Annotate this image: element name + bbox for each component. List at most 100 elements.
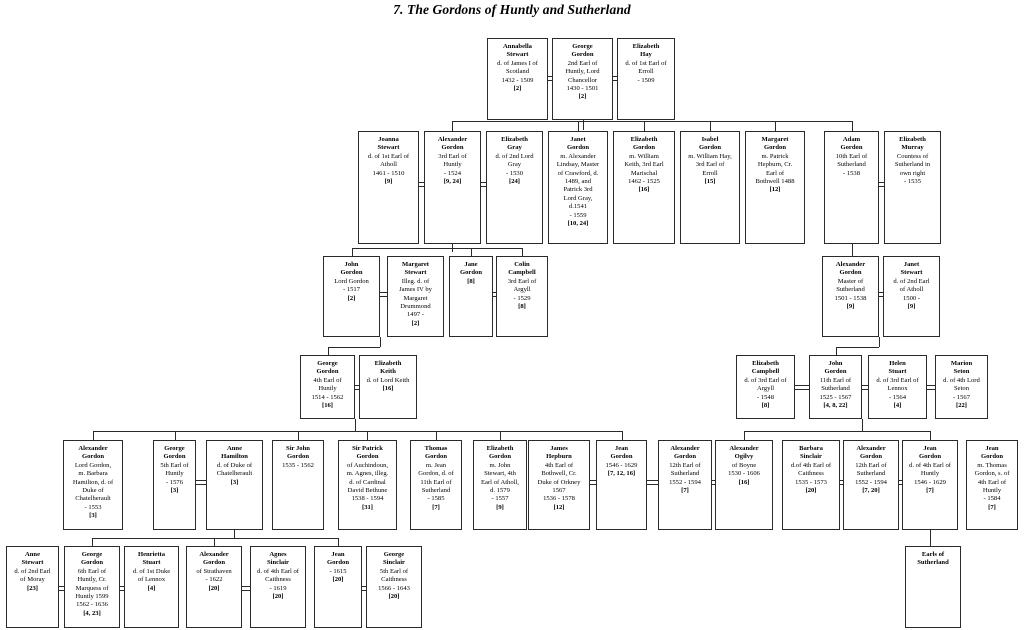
person-node-line: [2] — [513, 85, 522, 93]
person-node-line: Henrietta — [137, 551, 166, 558]
person-node-line: 11th Earl of — [819, 376, 852, 384]
person-node-line: Caithness — [798, 470, 824, 478]
person-node-line: Gordon — [699, 144, 721, 152]
person-node-line: Chatelherault — [216, 470, 253, 478]
person-node-line: [9] — [846, 303, 855, 311]
marriage-connector — [493, 292, 496, 297]
person-node-line: Gordon — [860, 453, 882, 461]
connector-line — [380, 337, 381, 347]
person-node-line: Seton — [953, 368, 970, 376]
marriage-connector — [355, 385, 359, 390]
person-node-line: Elizabeth — [486, 445, 514, 452]
person-node-line: m. William — [629, 152, 659, 160]
person-node-line: Sutherland — [670, 470, 700, 478]
person-node-line: Gordon — [571, 51, 594, 59]
person-node-line: Sir John — [286, 445, 310, 452]
person-node-line: 1552 - 1594 — [855, 478, 887, 486]
person-node-line: Duke of — [82, 487, 104, 495]
person-node-line: Marquess of — [75, 584, 109, 592]
marriage-connector — [380, 292, 387, 297]
person-node-line: Gordon — [674, 453, 696, 461]
connector-line — [93, 431, 94, 440]
person-node-line: Gordon — [81, 559, 103, 567]
marriage-connector — [590, 480, 596, 485]
person-node-line: Elizabeth — [630, 136, 658, 143]
person-node-line: 1514 - 1562 — [311, 393, 344, 401]
person-node-line: Sutherland in — [894, 161, 931, 169]
person-node-line: Erroll — [638, 68, 654, 76]
person-node-line: 1546 - 1629 — [605, 461, 638, 469]
person-node-line: Lindsay, Master — [556, 161, 600, 169]
person-node-line: Alexander — [835, 261, 866, 268]
person-node-line: Stewart — [404, 269, 427, 277]
person-node-line: Gordon — [82, 453, 104, 461]
person-node-line: - 1535 — [903, 178, 922, 186]
connector-line — [775, 121, 776, 131]
person-node-line: Earl of Atholl, — [481, 478, 519, 486]
person-node-line: [16] — [322, 402, 333, 410]
marriage-connector — [419, 182, 424, 187]
connector-line — [452, 121, 852, 122]
person-node-line: [16] — [738, 478, 750, 486]
person-node-line: Gordon — [425, 453, 447, 461]
person-node-line: [23] — [27, 584, 38, 592]
person-node-line: d. of Duke of — [216, 461, 253, 469]
person-node-line: [20] — [208, 584, 220, 592]
connector-line — [930, 431, 931, 440]
person-node-line: Gordon — [567, 144, 589, 152]
person-node-line: [3] — [89, 512, 97, 520]
person-node-line: Illeg. d. of — [401, 277, 430, 285]
connector-line — [852, 121, 853, 131]
person-node-line: George — [81, 551, 103, 558]
connector-line — [930, 530, 931, 546]
connector-line — [578, 121, 579, 131]
person-node-line: [8] — [518, 303, 526, 311]
person-node-line: George — [317, 360, 338, 367]
person-node-line: Stewart — [377, 144, 400, 152]
person-node-line: d. of 4th Earl of — [257, 567, 299, 575]
person-node-line: d.1541 — [568, 203, 588, 211]
person-node-line: 1566 - 1643 — [378, 584, 410, 592]
person-node-line: 1462 - 1525 — [628, 178, 660, 186]
person-node-line: [7] — [926, 487, 934, 495]
marriage-connector — [879, 182, 884, 187]
person-node-line: d. of 4th Lord — [943, 376, 980, 384]
person-node-line: Helen — [889, 360, 906, 367]
person-node-line: Earl of — [765, 169, 785, 177]
marriage-connector — [59, 586, 64, 591]
person-node-line: d. of 1st Earl of — [625, 59, 667, 67]
connector-line — [93, 431, 623, 432]
person-node-line: [10, 24] — [567, 220, 589, 228]
connector-line — [852, 248, 853, 256]
person-node-line: - 1557 — [491, 495, 509, 503]
person-node-line: Anne — [24, 551, 41, 558]
person-node-line: Hay — [640, 51, 652, 59]
person-node-line: Murray — [901, 144, 924, 152]
person-node-line: Gordon — [839, 269, 862, 277]
person-node-line: Argyll — [513, 286, 531, 294]
person-node-line: Sinclair — [800, 453, 822, 461]
connector-line — [522, 248, 523, 256]
person-node-line: Gordon — [441, 144, 464, 152]
person-node-line: Alexander — [670, 445, 700, 452]
person-node-line: Gordon, d. of — [418, 470, 454, 478]
person-node-line: Gordon — [824, 368, 847, 376]
person-node-line: [4, 8, 22] — [823, 402, 848, 410]
person-node-line: Alexander — [856, 445, 886, 452]
person-node-line: 5th Earl of — [379, 567, 409, 575]
person-node-line: d. of Lord Keith — [366, 376, 410, 384]
